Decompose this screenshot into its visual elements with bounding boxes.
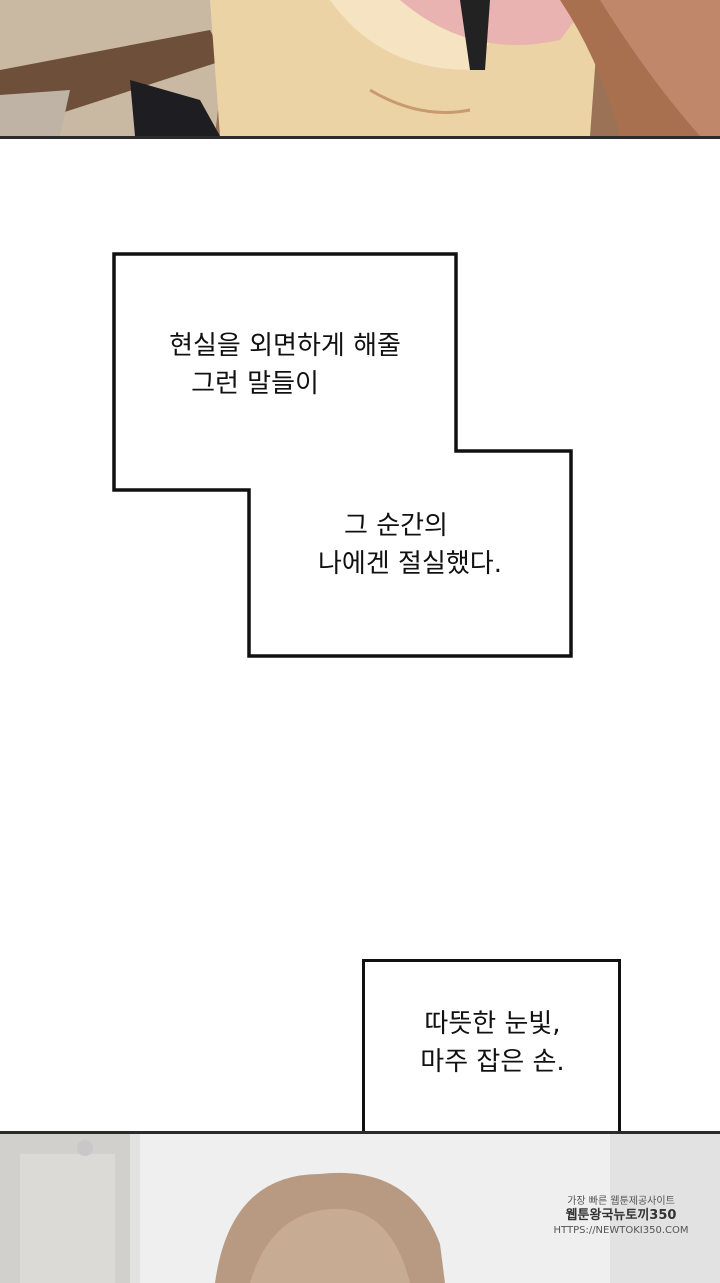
site-watermark: 가장 빠른 웹툰제공사이트 웹툰왕국뉴토끼350 HTTPS://NEWTOKI… bbox=[553, 1195, 689, 1237]
narration-caption-first: 현실을 외면하게 해줄 그런 말들이 bbox=[120, 327, 450, 403]
caption-line: 그런 말들이 bbox=[191, 369, 319, 399]
caption-line: 현실을 외면하게 해줄 bbox=[169, 331, 401, 361]
narration-caption-second: 그 순간의 나에겐 절실했다. bbox=[255, 507, 565, 583]
watermark-site-name: 웹툰왕국뉴토끼350 bbox=[565, 1208, 677, 1223]
caption-line: 그 순간의 bbox=[344, 511, 448, 541]
caption-line: 마주 잡은 손. bbox=[420, 1047, 565, 1077]
bottom-panel-illustration bbox=[0, 1134, 720, 1283]
top-comic-panel bbox=[0, 0, 720, 139]
narration-box-outline bbox=[112, 252, 573, 658]
caption-line: 나에겐 절실했다. bbox=[318, 549, 502, 579]
watermark-tagline: 가장 빠른 웹툰제공사이트 bbox=[567, 1196, 675, 1207]
watermark-url: HTTPS://NEWTOKI350.COM bbox=[553, 1225, 689, 1236]
bottom-comic-panel bbox=[0, 1131, 720, 1283]
caption-line: 따뜻한 눈빛, bbox=[424, 1009, 561, 1039]
narration-box-third bbox=[362, 959, 621, 1137]
top-panel-illustration bbox=[0, 0, 720, 136]
narration-caption-third: 따뜻한 눈빛, 마주 잡은 손. bbox=[370, 1005, 615, 1081]
